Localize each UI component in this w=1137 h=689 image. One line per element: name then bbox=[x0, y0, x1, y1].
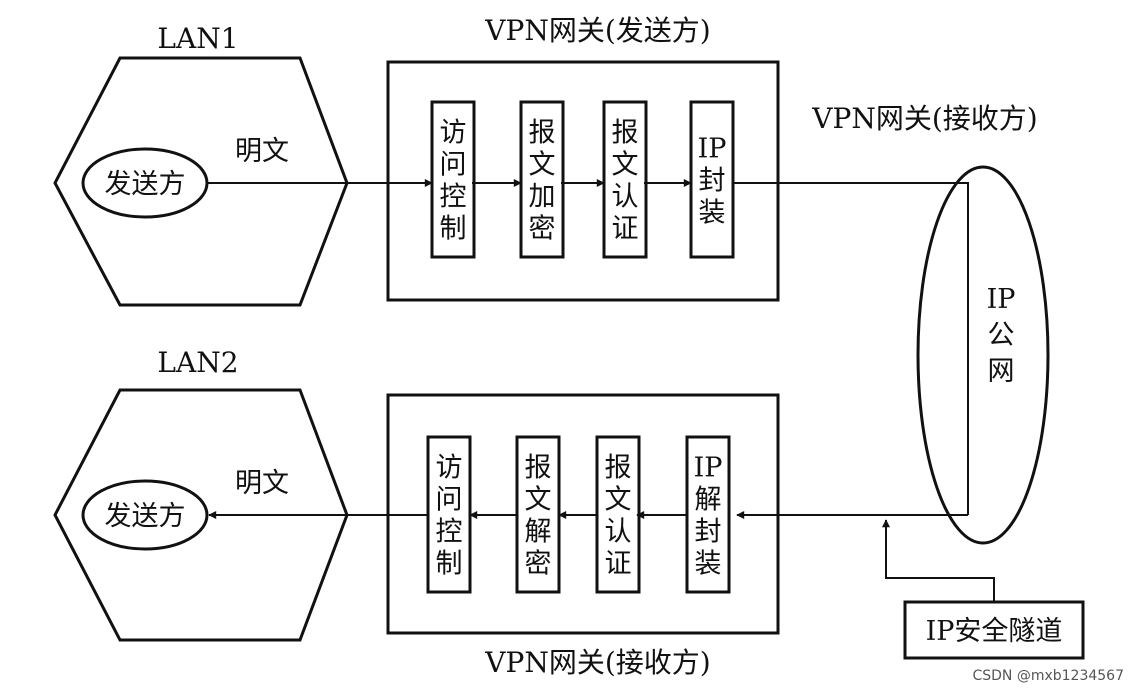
receiver-module-char: 解 bbox=[695, 485, 722, 516]
lan2-title: LAN2 bbox=[157, 346, 238, 379]
gateway-receiver-title-top: VPN网关(接收方) bbox=[811, 102, 1037, 135]
public-net-char: 公 bbox=[988, 320, 1015, 351]
receiver-module-char: 报 bbox=[605, 453, 632, 484]
receiver-module-char: 控 bbox=[436, 517, 463, 548]
public-net-char: IP bbox=[987, 284, 1016, 315]
sender-module-char: 文 bbox=[529, 150, 556, 181]
sender-module-char: 问 bbox=[440, 150, 467, 181]
gateway-receiver-title-bottom: VPN网关(接收方) bbox=[484, 646, 710, 679]
sender-module-char: 控 bbox=[440, 182, 467, 213]
tunnel-box bbox=[903, 600, 1085, 660]
sender-module-char: 封 bbox=[699, 166, 726, 197]
receiver-module-char: 解 bbox=[525, 517, 552, 548]
sender-module-char: 报 bbox=[529, 118, 556, 149]
sender-module-char: 证 bbox=[612, 214, 639, 245]
sender-module-box-4 bbox=[689, 100, 735, 259]
sender-module-char: 认 bbox=[612, 182, 639, 213]
sender-module-char: 访 bbox=[440, 118, 467, 149]
sender-module-box-3 bbox=[602, 100, 648, 259]
sender-module-char: IP bbox=[698, 134, 727, 165]
receiver-module-char: IP bbox=[694, 453, 723, 484]
public-net-ellipse bbox=[916, 165, 1050, 545]
receiver-module-char: 访 bbox=[436, 453, 463, 484]
receiver-module-char: 问 bbox=[436, 485, 463, 516]
lan2-host-ellipse bbox=[81, 479, 209, 551]
public-net-char: 网 bbox=[988, 356, 1015, 387]
receiver-module-box-1 bbox=[426, 435, 472, 594]
receiver-module-char: 封 bbox=[695, 517, 722, 548]
sender-module-char: 制 bbox=[440, 214, 467, 245]
receiver-module-char: 文 bbox=[605, 485, 632, 516]
sender-module-char: 文 bbox=[612, 150, 639, 181]
receiver-module-char: 文 bbox=[525, 485, 552, 516]
tunnel-label: IP安全隧道 bbox=[926, 616, 1063, 647]
receiver-module-char: 报 bbox=[525, 453, 552, 484]
lan1-plaintext-label: 明文 bbox=[235, 136, 289, 167]
sender-module-char: 加 bbox=[529, 182, 556, 213]
gateway-sender-title: VPN网关(发送方) bbox=[484, 14, 710, 47]
receiver-module-char: 制 bbox=[436, 549, 463, 580]
lan2-host-label: 发送方 bbox=[105, 501, 186, 532]
public-net-label: IP 公网 bbox=[987, 284, 1016, 387]
line-ip-encap-to-public-net bbox=[733, 182, 969, 515]
sender-module-char: 报 bbox=[612, 118, 639, 149]
receiver-module-char: 装 bbox=[695, 549, 722, 580]
sender-module-box-2 bbox=[519, 100, 565, 259]
watermark: CSDN @mxb1234567 bbox=[972, 668, 1124, 684]
sender-module-box-1 bbox=[430, 100, 476, 259]
lan1-host-label: 发送方 bbox=[105, 169, 186, 200]
lan1-title: LAN1 bbox=[157, 22, 238, 55]
receiver-module-char: 证 bbox=[605, 549, 632, 580]
sender-module-char: 密 bbox=[529, 214, 556, 245]
arrow-tunnel-pointer bbox=[882, 519, 995, 602]
sender-module-char: 装 bbox=[699, 198, 726, 229]
receiver-module-char: 密 bbox=[525, 549, 552, 580]
receiver-module-char: 认 bbox=[605, 517, 632, 548]
lan2-plaintext-label: 明文 bbox=[235, 468, 289, 499]
